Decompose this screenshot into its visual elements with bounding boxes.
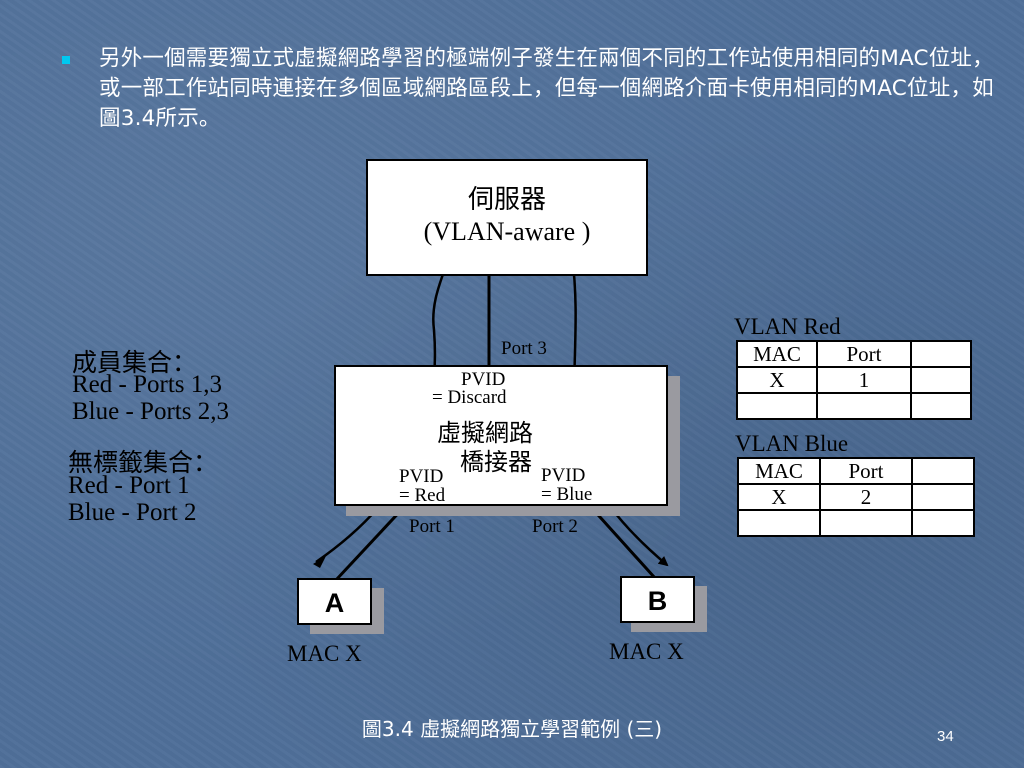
bridge-pvid-left-label: PVID: [399, 466, 444, 487]
server-title: 伺服器: [467, 185, 546, 215]
bullet-text: 另外一個需要獨立式虛擬網路學習的極端例子發生在兩個不同的工作站使用相同的MAC位…: [99, 46, 994, 131]
left-flow-arrow-start-head: [313, 556, 326, 568]
station-a-box: A: [297, 578, 372, 625]
table-cell: [911, 509, 975, 537]
untagged-set-blue: Blue - Port 2: [68, 499, 197, 526]
bridge-pvid-right-label: PVID: [541, 465, 586, 486]
port2-link: [588, 504, 657, 580]
member-set-red: Red - Ports 1,3: [72, 371, 222, 398]
table-row: X 2: [737, 483, 975, 511]
bridge-pvid-top-value: = Discard: [432, 387, 507, 408]
server-box: 伺服器 (VLAN-aware ): [366, 159, 648, 276]
bullet-square-icon: [62, 56, 70, 64]
table-cell: [911, 483, 975, 511]
member-set-title: 成員集合：: [72, 348, 198, 377]
station-b-label: B: [647, 586, 668, 616]
table-row: [737, 509, 975, 537]
station-b-mac: MAC X: [609, 639, 684, 664]
vlan-red-table: MAC Port X 1: [736, 340, 972, 420]
page-number: 34: [937, 728, 954, 745]
table-header-cell: [911, 457, 975, 485]
table-cell: 2: [819, 483, 913, 511]
table-header-row: MAC Port: [736, 340, 972, 368]
table-cell: [910, 366, 972, 394]
table-cell: [819, 509, 913, 537]
table-header-cell: MAC: [737, 457, 821, 485]
bridge-name-line2: 橋接器: [460, 448, 532, 476]
port1-label: Port 1: [409, 516, 455, 537]
table-cell: [816, 392, 912, 420]
table-row: X 1: [736, 366, 972, 394]
table-header-cell: [910, 340, 972, 368]
table-header-row: MAC Port: [737, 457, 975, 485]
table-cell: X: [736, 366, 818, 394]
server-subtitle: (VLAN-aware ): [423, 217, 591, 246]
table-row: [736, 392, 972, 420]
vlan-blue-title: VLAN Blue: [735, 431, 849, 456]
bridge-pvid-top-label: PVID: [461, 369, 506, 390]
table-header-cell: Port: [816, 340, 912, 368]
station-a-mac: MAC X: [287, 641, 362, 666]
table-header-cell: MAC: [736, 340, 818, 368]
vlan-red-title: VLAN Red: [734, 314, 841, 339]
figure-caption: 圖3.4 虛擬網路獨立學習範例 (三): [361, 717, 663, 741]
bullet-item: 另外一個需要獨立式虛擬網路學習的極端例子發生在兩個不同的工作站使用相同的MAC位…: [62, 44, 1002, 134]
port2-label: Port 2: [532, 516, 578, 537]
table-cell: X: [737, 483, 821, 511]
table-cell: [910, 392, 972, 420]
member-set-blue: Blue - Ports 2,3: [72, 398, 229, 425]
table-header-cell: Port: [819, 457, 913, 485]
bridge-pvid-right-value: = Blue: [541, 484, 593, 505]
table-cell: [737, 509, 821, 537]
bridge-name-line1: 虛擬網路: [437, 419, 533, 447]
port3-label: Port 3: [501, 338, 547, 359]
untagged-set-title: 無標籤集合：: [68, 448, 219, 477]
bridge-pvid-left-value: = Red: [399, 485, 446, 506]
station-a-label: A: [324, 588, 345, 618]
station-b-box: B: [620, 576, 695, 623]
bridge-box: PVID = Discard 虛擬網路 橋接器 PVID = Red PVID …: [334, 365, 668, 506]
port1-link: [334, 504, 407, 582]
table-cell: 1: [816, 366, 912, 394]
untagged-set-red: Red - Port 1: [68, 472, 190, 499]
table-cell: [736, 392, 818, 420]
vlan-blue-table: MAC Port X 2: [737, 457, 975, 537]
